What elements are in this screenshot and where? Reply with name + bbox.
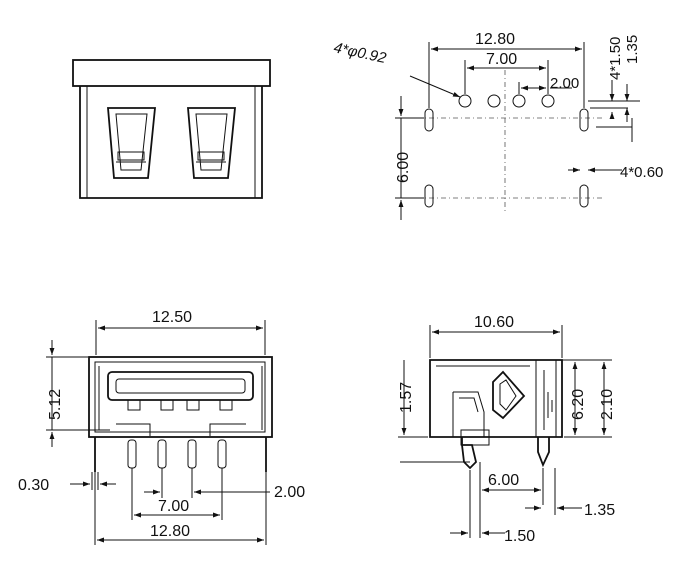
side-view: 10.60 1.57 6.20 2.10 6.00 1.35 1.50 xyxy=(398,314,616,545)
pcb-layout-view: 12.80 7.00 2.00 4*φ0.92 4*1.50 1.35 6.00… xyxy=(332,31,663,220)
side-height-c-label: 2.10 xyxy=(599,389,616,420)
pcb-pin-pitch-label: 2.00 xyxy=(550,75,579,92)
pcb-offset-b-label: 1.35 xyxy=(624,35,641,64)
side-height-b-label: 6.20 xyxy=(570,389,587,420)
pcb-width-label: 12.80 xyxy=(475,31,515,48)
side-offset-a-label: 1.35 xyxy=(584,502,615,519)
usb-tongue xyxy=(107,371,254,411)
pcb-depth-label: 6.00 xyxy=(395,152,412,183)
front-pin-pitch-label: 2.00 xyxy=(274,484,305,501)
latch-spring-left xyxy=(107,107,156,179)
front-outer-width-label: 12.80 xyxy=(150,523,190,540)
pcb-offset-a-label: 4*1.50 xyxy=(607,37,624,80)
side-offset-b-label: 1.50 xyxy=(504,528,535,545)
front-pins xyxy=(94,437,267,472)
front-width-label: 12.50 xyxy=(152,309,192,326)
front-thickness-label: 0.30 xyxy=(18,477,49,494)
pcb-pin-span-label: 7.00 xyxy=(486,51,517,68)
front-view: 12.50 5.12 0.30 2.00 7.00 12.80 xyxy=(18,309,305,545)
front-height-label: 5.12 xyxy=(47,389,64,420)
side-latch xyxy=(492,370,526,420)
pcb-slot-label: 4*0.60 xyxy=(620,164,663,181)
side-height-a-label: 1.57 xyxy=(398,382,415,413)
side-length-label: 10.60 xyxy=(474,314,514,331)
front-pin-span-label: 7.00 xyxy=(158,498,189,515)
mounting-slots xyxy=(424,108,589,208)
pin-holes xyxy=(458,94,555,108)
pin-hole-label: 4*φ0.92 xyxy=(332,39,388,67)
top-view xyxy=(72,59,271,199)
side-span-label: 6.00 xyxy=(488,472,519,489)
latch-spring-right xyxy=(187,107,236,179)
